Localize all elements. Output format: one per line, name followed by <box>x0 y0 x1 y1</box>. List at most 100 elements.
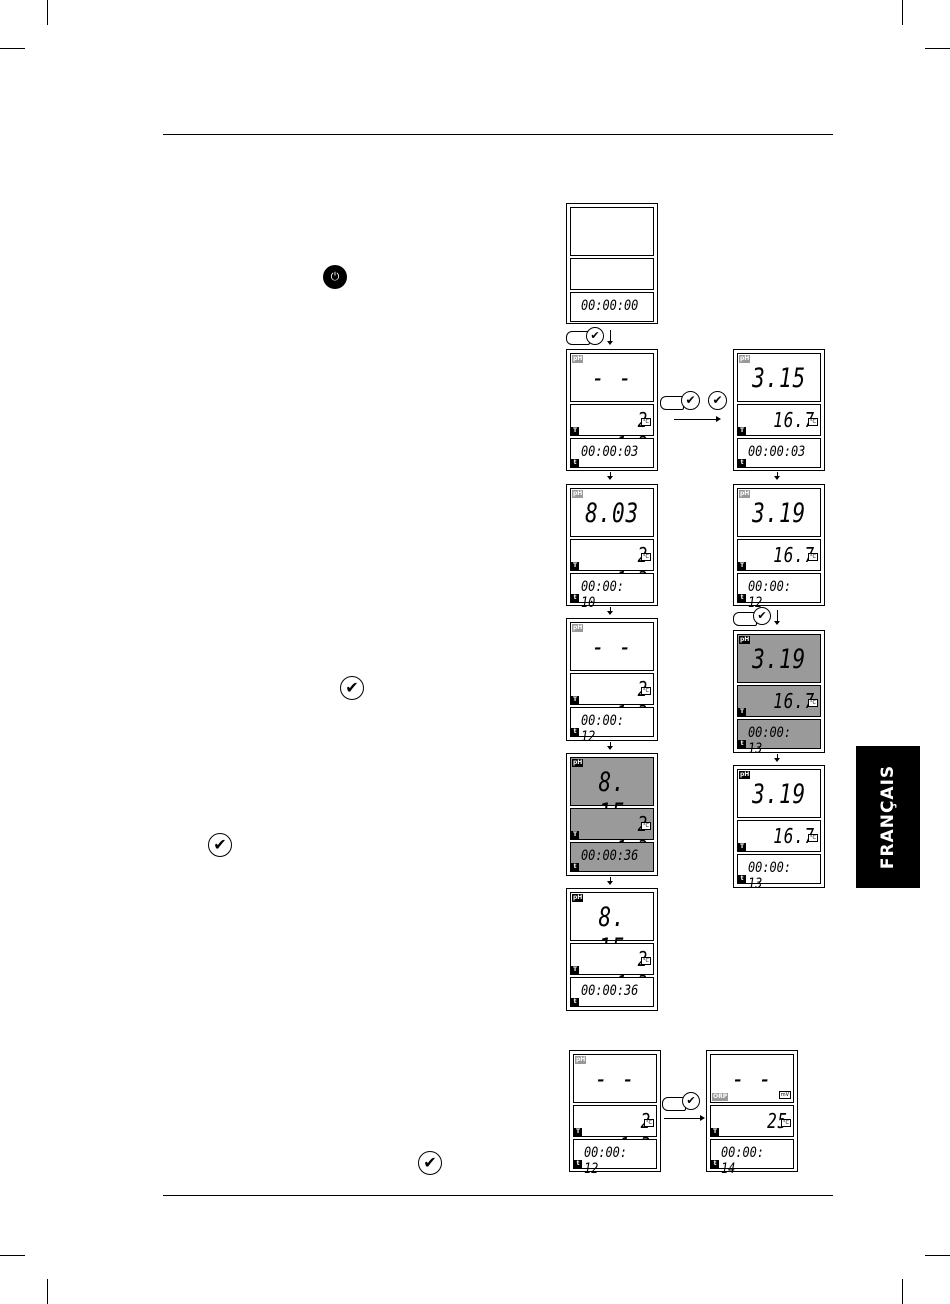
temperature-label: T <box>571 696 579 704</box>
temperature-label: T <box>571 427 579 435</box>
down-arrow-icon <box>607 330 613 345</box>
time-section: t 00:00:03 <box>570 438 654 468</box>
crop-mark <box>902 1279 903 1304</box>
down-arrow-icon <box>774 472 780 480</box>
time-readout: 00:00: 13 <box>748 725 791 757</box>
meter-display-highlighted: pH 3.19 T 16.7 °C t 00:00: 13 <box>733 630 825 757</box>
time-section: t 00:00: 12 <box>570 707 654 745</box>
language-tab: FRANÇAIS <box>856 746 920 888</box>
crop-mark <box>902 0 903 25</box>
meter-display: pH 3.19 T 16.7 °C t 00:00: 12 <box>733 484 825 611</box>
check-circle-icon: ✔ <box>682 1092 700 1110</box>
check-circle-icon: ✔ <box>208 833 232 857</box>
check-circle-icon: ✔ <box>681 391 700 410</box>
ph-section: pH 8. 15 <box>570 757 654 829</box>
time-section: 00:00:00 <box>570 292 654 322</box>
down-arrow-icon <box>607 607 613 615</box>
time-label: t <box>571 863 579 871</box>
ph-label: pH <box>739 636 751 644</box>
time-readout: 00:00:00 <box>581 298 639 314</box>
temperature-section: T 2 1.3 °C <box>570 673 654 725</box>
time-label: t <box>571 728 579 736</box>
ph-section <box>570 207 654 256</box>
temperature-label: T <box>571 562 579 570</box>
ph-label: pH <box>572 624 584 632</box>
unit-millivolt: mV <box>778 1091 791 1099</box>
down-arrow-icon <box>774 754 780 762</box>
check-circle-icon: ✔ <box>418 1151 442 1175</box>
right-arrow-icon <box>674 416 721 422</box>
time-label: t <box>571 459 579 467</box>
crop-mark <box>47 0 48 25</box>
ph-readout: 3.15 <box>752 363 806 394</box>
temperature-section: T 25 °C <box>710 1105 794 1137</box>
unit-celsius: °C <box>641 822 651 830</box>
time-section: t 00:00: 12 <box>737 573 821 611</box>
time-readout: 00:00: 12 <box>584 1145 627 1177</box>
ph-label: pH <box>572 355 584 363</box>
unit-celsius: °C <box>808 418 818 426</box>
meter-display: pH 3.19 T 16.7 °C t 00:00: 13 <box>733 765 825 892</box>
time-section: t 00:00: 13 <box>737 719 821 757</box>
temperature-section: T 16.7 °C <box>737 404 821 436</box>
temperature-readout: 25 <box>767 1109 788 1133</box>
temperature-readout: 16.7 <box>773 689 815 713</box>
meter-display: pH 8. 15 T 2 1.3 °C t 00:00:36 <box>566 888 658 1011</box>
ph-section: pH - - - <box>570 353 654 425</box>
temperature-label: T <box>571 831 579 839</box>
time-section: t 00:00: 13 <box>737 854 821 892</box>
ph-label: pH <box>739 490 751 498</box>
ph-readout: 3.19 <box>752 498 806 529</box>
unit-celsius: °C <box>808 699 818 707</box>
footer-rule <box>163 1195 833 1196</box>
ph-label: pH <box>572 894 584 902</box>
temperature-readout: 16.7 <box>773 408 815 432</box>
time-section: t 00:00:03 <box>737 438 821 468</box>
orp-label: ORP <box>712 1093 729 1101</box>
time-label: t <box>571 998 579 1006</box>
time-section: t 00:00: 14 <box>710 1139 794 1177</box>
meter-display: 00:00:00 <box>566 203 658 324</box>
time-readout: 00:00: 14 <box>721 1145 764 1177</box>
time-label: t <box>738 594 746 602</box>
crop-mark <box>0 1255 25 1256</box>
meter-display: pH - - - T 2 1.3 °C t 00:00: 12 <box>569 1050 661 1177</box>
temperature-section: T 2 1.3 °C <box>573 1105 657 1157</box>
right-arrow-icon <box>664 1115 705 1121</box>
time-readout: 00:00:03 <box>748 444 806 460</box>
ph-section: pH 3.19 <box>737 769 821 818</box>
ph-section: pH 3.19 <box>737 634 821 683</box>
time-section: t 00:00: 12 <box>573 1139 657 1177</box>
time-label: t <box>738 459 746 467</box>
crop-mark <box>925 48 950 49</box>
down-arrow-icon <box>607 472 613 480</box>
meter-display: ORP - - - mV T 25 °C t 00:00: 14 <box>706 1050 798 1177</box>
meter-display: pH 8.03 T 2 1.3 °C t 00:00: 10 <box>566 484 658 611</box>
unit-celsius: °C <box>641 687 651 695</box>
temperature-section: T 16.7 °C <box>737 820 821 852</box>
check-circle-icon: ✔ <box>586 327 604 345</box>
time-section: t 00:00:36 <box>570 842 654 872</box>
temperature-section: T 2 1.3 °C <box>570 808 654 860</box>
ph-label: pH <box>575 1056 587 1064</box>
unit-celsius: °C <box>781 1119 791 1127</box>
down-arrow-icon <box>774 610 780 625</box>
temperature-section: T 2 1.3 °C <box>570 943 654 995</box>
unit-celsius: °C <box>644 1119 654 1127</box>
ph-readout: 3.19 <box>752 779 806 810</box>
header-rule <box>163 134 833 135</box>
time-section: t 00:00:36 <box>570 977 654 1007</box>
check-circle-icon: ✔ <box>708 391 727 410</box>
time-label: t <box>711 1160 719 1168</box>
time-section: t 00:00: 10 <box>570 573 654 611</box>
ph-label: pH <box>572 759 584 767</box>
time-label: t <box>738 875 746 883</box>
meter-display-highlighted: pH 8. 15 T 2 1.3 °C t 00:00:36 <box>566 753 658 876</box>
temperature-label: T <box>711 1128 719 1136</box>
temperature-readout: 16.7 <box>773 824 815 848</box>
unit-celsius: °C <box>641 957 651 965</box>
meter-display: pH - - - T 2 1.2 °C t 00:00:03 <box>566 349 658 471</box>
meter-display: pH - - - T 2 1.3 °C t 00:00: 12 <box>566 618 658 745</box>
ph-section: pH 3.19 <box>737 488 821 537</box>
ph-label: pH <box>572 490 584 498</box>
